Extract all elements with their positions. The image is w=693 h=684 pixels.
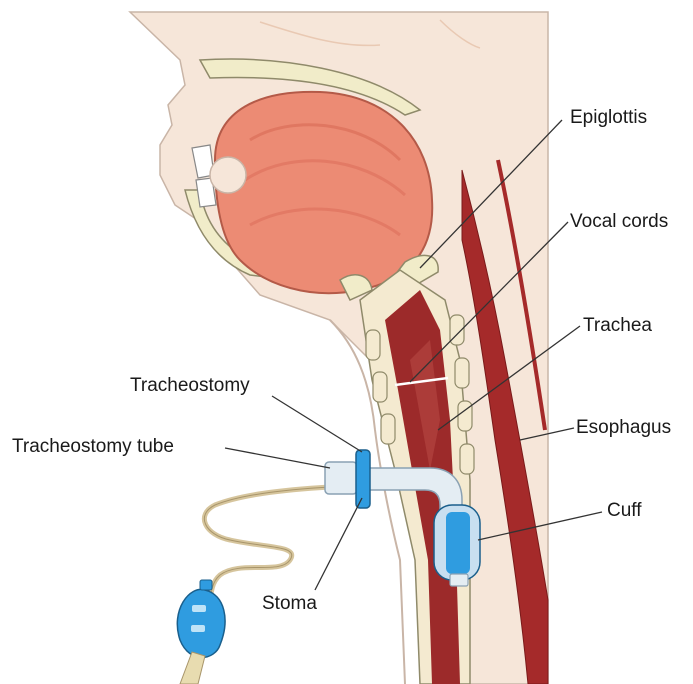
cuff-inner (446, 512, 470, 574)
cartilage-ring (381, 414, 395, 444)
tube-connector (325, 462, 357, 494)
label-tracheostomy-tube: Tracheostomy tube (12, 437, 174, 456)
pilot-balloon-window (191, 625, 205, 632)
pilot-valve (180, 652, 205, 684)
leader-stoma (315, 498, 362, 590)
label-cuff: Cuff (607, 501, 642, 520)
leader-tracheostomy (272, 396, 362, 452)
label-vocal-cords: Vocal cords (570, 212, 668, 231)
leader-tracheostomy-tube (225, 448, 330, 468)
pilot-balloon (177, 589, 225, 657)
pilot-balloon-window (192, 605, 206, 612)
tube-flange (356, 450, 370, 508)
tube-tip (450, 574, 468, 586)
label-trachea: Trachea (583, 316, 652, 335)
lip (210, 157, 246, 193)
label-esophagus: Esophagus (576, 418, 671, 437)
cartilage-ring (458, 401, 472, 431)
label-epiglottis: Epiglottis (570, 108, 647, 127)
cartilage-ring (460, 444, 474, 474)
cartilage-ring (455, 358, 469, 388)
label-tracheostomy: Tracheostomy (130, 376, 250, 395)
cartilage-ring (373, 372, 387, 402)
cartilage-ring (366, 330, 380, 360)
label-stoma: Stoma (262, 594, 317, 613)
pilot-valve-cap (200, 580, 212, 590)
tongue (215, 92, 432, 293)
